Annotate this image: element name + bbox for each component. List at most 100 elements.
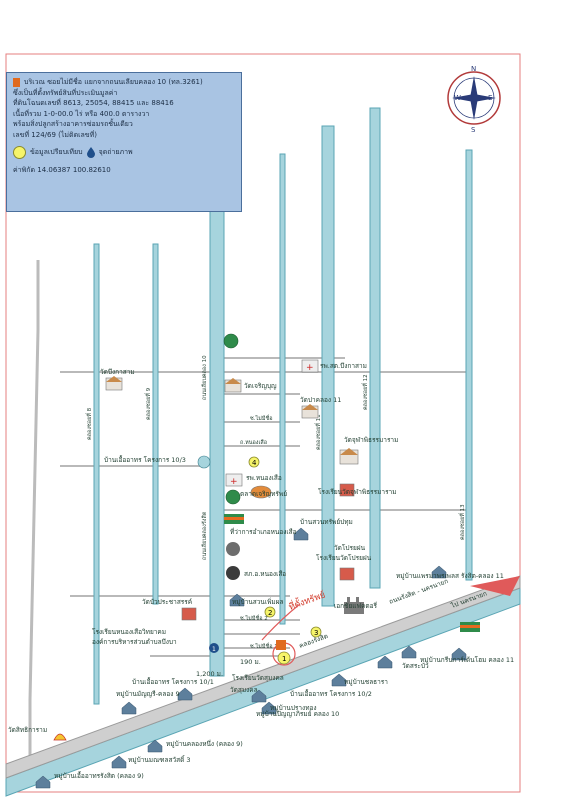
temple-icon: [301, 404, 319, 419]
compass-e: E: [488, 94, 492, 102]
soi-d-label: ซ.ไม่มีชื่อ 2: [240, 614, 268, 622]
label-village-101: บ้านเอื้ออาทร โครงการ 10/1: [132, 677, 214, 686]
label-wat-sithi: วัดสิทธิการาม: [8, 726, 47, 734]
house-icon: [431, 565, 447, 579]
marker-2: 2: [264, 606, 276, 618]
pointer-line: [261, 603, 301, 641]
svg-text:4: 4: [252, 459, 257, 467]
water-tower-icon: [197, 455, 211, 469]
legend-compare: ข้อมูลเปรียบเทียบ: [30, 148, 83, 157]
label-village-rangsit-9: หมู่บ้านมัญญรี-คลอง 9: [116, 690, 180, 698]
label-factory: เอกชัยแฟคตอรี่: [334, 601, 378, 610]
subject-marker-icon: [13, 77, 20, 87]
label-wat-pro: วัดโปรยฝน: [334, 544, 366, 552]
label-wat-sumrong: วัดสุมงคล: [230, 686, 258, 694]
house-icon: [251, 689, 267, 703]
compass-w: W: [454, 94, 461, 102]
house-icon: [451, 647, 467, 661]
khlong8-label: คลองซอยที่ 8: [85, 407, 93, 440]
house-icon: [229, 593, 245, 607]
factory-icon: [344, 597, 364, 614]
label-village-prang: หมู่บ้านปรางทอง: [270, 704, 317, 712]
bank-icon: [223, 333, 239, 349]
label-hosp-bueng-khasam: รพ.สต.บึงกาสาม: [320, 362, 367, 370]
house-icon: [177, 687, 193, 701]
horizontal-roads: [60, 357, 470, 657]
markers: 4 2 3 1 1: [209, 456, 322, 666]
info-line-3: ที่ดินโฉนดเลขที่ 8613, 25054, 88415 และ …: [13, 99, 174, 107]
label-hosp-nongsua: รพ.หนองเสือ: [246, 474, 282, 482]
label-village-102: บ้านเอื้ออาทร โครงการ 10/2: [290, 689, 372, 698]
marker-4: 4: [248, 456, 260, 468]
soi-tambon-label: ถ.หนองเสือ: [240, 439, 267, 446]
label-sch-wat-sumrongtai: โรงเรียนวัดสุมงคล: [232, 674, 284, 682]
seven-eleven-icon: [460, 622, 480, 632]
sign-marker: 1: [209, 643, 219, 653]
label-wat-sai: วัดสระบัว: [402, 662, 429, 670]
label-village-suan: บ้านสวนทรัพย์ปทุม: [300, 518, 353, 526]
house-icon: [377, 655, 393, 669]
label-wat-bueng-khasam: วัดบึงกาสาม: [100, 368, 135, 376]
compass: N S E W: [447, 65, 501, 134]
bank-icon: [225, 489, 241, 505]
soi-a-label: ซ.ไม่มีชื่อ: [250, 414, 273, 422]
compare-marker-icon: [13, 146, 26, 159]
khlong11-label: คลองซอยที่ 11: [314, 414, 322, 450]
svg-text:3: 3: [314, 629, 318, 637]
label-wat-khlong11: วัดปาคลอง 11: [300, 396, 341, 404]
house-icon: [293, 527, 309, 541]
house-icon: [261, 701, 277, 715]
label-village-nongsua: หมู่บ้านสวนเพิ่มผล: [232, 597, 283, 606]
marker-1: 1: [277, 651, 291, 665]
khlong13-label: คลองซอยที่ 13: [458, 504, 466, 540]
government-icon: [226, 542, 240, 556]
legend-photo: จุดถ่ายภาพ: [98, 148, 133, 157]
info-line-2: ซึ่งเป็นที่ตั้งทรัพย์สินที่ประเมินมูลค่า: [13, 88, 118, 97]
label-village-rungsit: หมู่บ้านกรีนการ์เด้นโฮม คลอง 11: [420, 656, 514, 664]
label-sch-wat-pro: โรงเรียนวัดโปรยฝน: [316, 554, 372, 562]
svg-text:1: 1: [282, 655, 286, 663]
compass-s: S: [471, 126, 476, 134]
soi-c-label: ซ.ไม่มีชื่อ 1: [250, 642, 278, 650]
svg-text:1: 1: [212, 646, 216, 653]
village-icons: [35, 527, 467, 789]
info-line-1: บริเวณ ซอยไม่มีชื่อ แยกจากถนนเลียบคลอง 1…: [24, 78, 203, 86]
direction-arrow: [470, 576, 520, 596]
label-market: ตลาดเจริญทรัพย์: [240, 490, 287, 498]
khlong12-label: คลองซอยที่ 12: [361, 374, 369, 410]
label-village-rangsit-10: หมู่บ้านปัญญาภิรมย์ คลอง 10: [256, 710, 339, 718]
label-village-103: บ้านเอื้ออาทร โครงการ 10/3: [104, 455, 186, 464]
school-icon: [339, 483, 355, 497]
info-line-5: พร้อมสิ่งปลูกสร้างอาคารซ่อมรถชั้นเดียว: [13, 120, 133, 128]
temple-icon: [105, 376, 123, 391]
temple-icon: [224, 378, 242, 393]
label-sch-chulapon: โรงเรียนวัดจุฬาพิธรรมาราม: [318, 488, 397, 496]
school-icon: [339, 567, 355, 581]
label-village-chon: หมู่บ้านชลธารา: [344, 678, 388, 686]
hospital-icon: +: [225, 473, 243, 487]
label-wat-chulapon: วัดจุฬาพิธรรมาราม: [344, 436, 398, 444]
label-sch-nongsua: โรงเรียนหนองเสือวิทยาคม: [92, 628, 166, 636]
coords: ค่าพิกัด 14.06387 100.82610: [13, 166, 111, 174]
label-village-prachasawad: หมู่บ้านมณฑลสวัสดิ์ 3: [128, 755, 191, 764]
place-labels: วัดบึงกาสาม รพ.สต.บึงกาสาม วัดเจริญบุญ ว…: [8, 362, 514, 780]
vertical-canals: [93, 107, 473, 705]
left-boundary-road: [28, 260, 40, 780]
svg-text:+: +: [230, 477, 238, 487]
house-icon: [111, 755, 127, 769]
shell-icon: [53, 733, 67, 741]
landmark-icons: + +: [53, 333, 480, 741]
photo-point-icon: [86, 147, 95, 158]
svg-text:+: +: [306, 363, 314, 373]
house-icon: [147, 739, 163, 753]
hospital-icon: +: [301, 359, 319, 373]
label-village-eua: หมู่บ้านเอื้ออาทรรังสิต (คลอง 9): [54, 771, 144, 780]
label-village-khlong9: หมู่บ้านคลองหนึ่ง (คลอง 9): [166, 739, 243, 748]
distance-1200: 1,200 ม.: [196, 670, 223, 678]
label-tambon-org: องค์การบริหารส่วนตำบลบึงบา: [92, 638, 177, 646]
label-wat-charoen: วัดเจริญบุญ: [244, 382, 277, 390]
house-icon: [121, 701, 137, 715]
label-district-office: ที่ว่าการอำเภอหนองเสือ: [230, 527, 297, 536]
market-icon: [250, 485, 272, 499]
